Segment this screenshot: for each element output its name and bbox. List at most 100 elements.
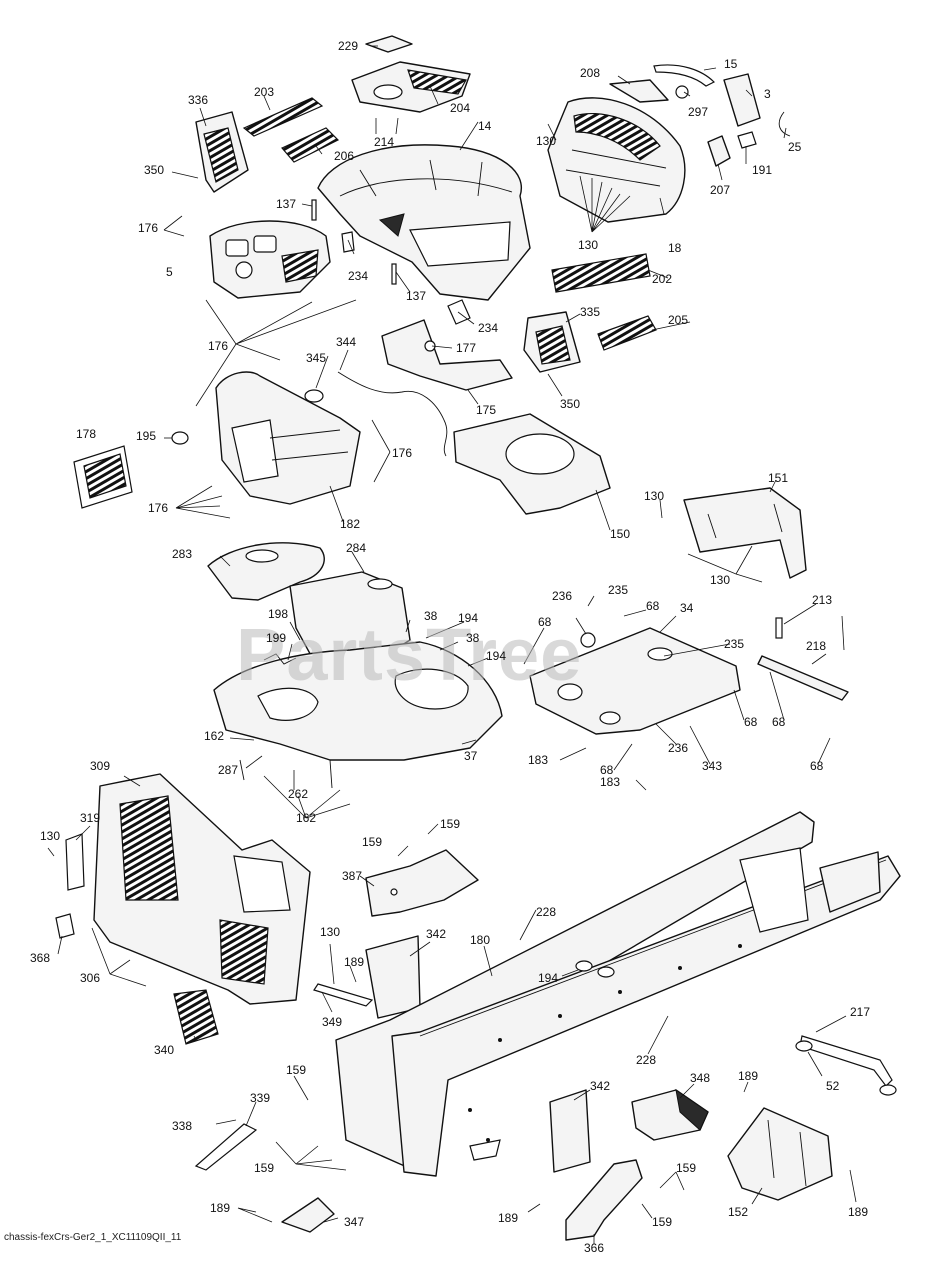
part-182-lower-dash[interactable] bbox=[215, 371, 361, 505]
callout-236-b[interactable]: 236 bbox=[668, 741, 688, 755]
part-52-washer-b[interactable] bbox=[879, 1084, 897, 1096]
callout-309[interactable]: 309 bbox=[90, 759, 110, 773]
callout-213[interactable]: 213 bbox=[812, 593, 832, 607]
part-368-plate[interactable] bbox=[55, 913, 75, 939]
callout-176-b[interactable]: 176 bbox=[208, 339, 228, 353]
callout-214[interactable]: 214 bbox=[374, 135, 394, 149]
part-37-fender[interactable] bbox=[213, 641, 503, 789]
callout-152[interactable]: 152 bbox=[728, 1205, 748, 1219]
callout-130-c[interactable]: 130 bbox=[644, 489, 664, 503]
callout-151[interactable]: 151 bbox=[768, 471, 788, 485]
part-234-pad-b[interactable] bbox=[447, 299, 471, 325]
callout-336[interactable]: 336 bbox=[188, 93, 208, 107]
callout-189-c[interactable]: 189 bbox=[210, 1201, 230, 1215]
callout-203[interactable]: 203 bbox=[254, 85, 274, 99]
part-342-bracket-upper[interactable] bbox=[365, 935, 421, 1019]
callout-68-c[interactable]: 68 bbox=[772, 715, 786, 729]
part-218-rail[interactable] bbox=[757, 655, 849, 701]
callout-335[interactable]: 335 bbox=[580, 305, 600, 319]
callout-262[interactable]: 262 bbox=[288, 787, 308, 801]
callout-5[interactable]: 5 bbox=[166, 265, 173, 279]
callout-338[interactable]: 338 bbox=[172, 1119, 192, 1133]
part-18-front-nose[interactable] bbox=[547, 97, 686, 223]
callout-189-d[interactable]: 189 bbox=[498, 1211, 518, 1225]
callout-52[interactable]: 52 bbox=[826, 1079, 840, 1093]
callout-340[interactable]: 340 bbox=[154, 1043, 174, 1057]
part-387-bracket[interactable] bbox=[365, 849, 479, 917]
callout-15[interactable]: 15 bbox=[724, 57, 738, 71]
part-195-plug[interactable] bbox=[171, 431, 189, 445]
callout-343[interactable]: 343 bbox=[702, 759, 722, 773]
callout-183-b[interactable]: 183 bbox=[600, 775, 620, 789]
part-217-rod[interactable] bbox=[799, 1035, 893, 1087]
callout-3[interactable]: 3 bbox=[764, 87, 771, 101]
callout-159-b[interactable]: 159 bbox=[440, 817, 460, 831]
part-339-rod[interactable] bbox=[194, 1123, 258, 1171]
callout-189-a[interactable]: 189 bbox=[344, 955, 364, 969]
part-151-bracket[interactable] bbox=[683, 487, 807, 579]
callout-68-e[interactable]: 68 bbox=[600, 763, 614, 777]
callout-283[interactable]: 283 bbox=[172, 547, 192, 561]
callout-202[interactable]: 202 bbox=[652, 272, 672, 286]
part-229-plate[interactable] bbox=[365, 35, 413, 53]
callout-342-lower[interactable]: 342 bbox=[590, 1079, 610, 1093]
part-5-dash-panel[interactable] bbox=[209, 220, 331, 299]
part-178-grille-plate[interactable] bbox=[73, 445, 133, 509]
callout-130-e[interactable]: 130 bbox=[40, 829, 60, 843]
callout-236-a[interactable]: 236 bbox=[552, 589, 572, 603]
callout-228-a[interactable]: 228 bbox=[536, 905, 556, 919]
callout-347[interactable]: 347 bbox=[344, 1215, 364, 1229]
callout-366[interactable]: 366 bbox=[584, 1241, 604, 1255]
callout-191[interactable]: 191 bbox=[752, 163, 772, 177]
callout-159-f[interactable]: 159 bbox=[652, 1215, 672, 1229]
part-52-washer-a[interactable] bbox=[795, 1040, 813, 1052]
callout-68-b[interactable]: 68 bbox=[538, 615, 552, 629]
callout-159-a[interactable]: 159 bbox=[362, 835, 382, 849]
part-203-grille[interactable] bbox=[242, 97, 324, 137]
part-199-spring[interactable] bbox=[263, 653, 297, 665]
part-25-clip[interactable] bbox=[778, 111, 791, 137]
part-336-side-panel[interactable] bbox=[195, 111, 249, 193]
part-152-skid-plate[interactable] bbox=[727, 1107, 833, 1201]
callout-344[interactable]: 344 bbox=[336, 335, 356, 349]
part-349-bracket[interactable] bbox=[313, 983, 374, 1007]
part-15-trim[interactable] bbox=[653, 64, 716, 87]
callout-189-e[interactable]: 189 bbox=[848, 1205, 868, 1219]
callout-194-a[interactable]: 194 bbox=[458, 611, 478, 625]
callout-180[interactable]: 180 bbox=[470, 933, 490, 947]
part-208-bracket[interactable] bbox=[609, 79, 669, 103]
callout-194-b[interactable]: 194 bbox=[486, 649, 506, 663]
callout-348[interactable]: 348 bbox=[690, 1071, 710, 1085]
callout-218[interactable]: 218 bbox=[806, 639, 826, 653]
callout-205[interactable]: 205 bbox=[668, 313, 688, 327]
callout-68-d[interactable]: 68 bbox=[744, 715, 758, 729]
callout-130-b[interactable]: 130 bbox=[578, 238, 598, 252]
callout-194-c[interactable]: 194 bbox=[538, 971, 558, 985]
callout-175[interactable]: 175 bbox=[476, 403, 496, 417]
callout-130-a[interactable]: 130 bbox=[536, 134, 556, 148]
callout-14[interactable]: 14 bbox=[478, 119, 492, 133]
callout-199[interactable]: 199 bbox=[266, 631, 286, 645]
part-335-side-panel[interactable] bbox=[523, 311, 581, 373]
part-137-rod-a[interactable] bbox=[311, 199, 317, 221]
callout-178[interactable]: 178 bbox=[76, 427, 96, 441]
callout-206[interactable]: 206 bbox=[334, 149, 354, 163]
part-348-block[interactable] bbox=[631, 1088, 709, 1141]
callout-234-a[interactable]: 234 bbox=[348, 269, 368, 283]
part-191-clip[interactable] bbox=[737, 131, 757, 149]
part-150-floor-plate[interactable] bbox=[453, 413, 611, 515]
callout-368[interactable]: 368 bbox=[30, 951, 50, 965]
callout-287[interactable]: 287 bbox=[218, 763, 238, 777]
part-319-bracket[interactable] bbox=[65, 833, 85, 891]
callout-162-a[interactable]: 162 bbox=[204, 729, 224, 743]
callout-137-b[interactable]: 137 bbox=[406, 289, 426, 303]
part-206-grille[interactable] bbox=[281, 127, 340, 163]
callout-182[interactable]: 182 bbox=[340, 517, 360, 531]
callout-229[interactable]: 229 bbox=[338, 39, 358, 53]
callout-207[interactable]: 207 bbox=[710, 183, 730, 197]
part-207-latch[interactable] bbox=[707, 135, 731, 167]
callout-130-f[interactable]: 130 bbox=[320, 925, 340, 939]
callout-176-a[interactable]: 176 bbox=[138, 221, 158, 235]
callout-387[interactable]: 387 bbox=[342, 869, 362, 883]
callout-137-a[interactable]: 137 bbox=[276, 197, 296, 211]
